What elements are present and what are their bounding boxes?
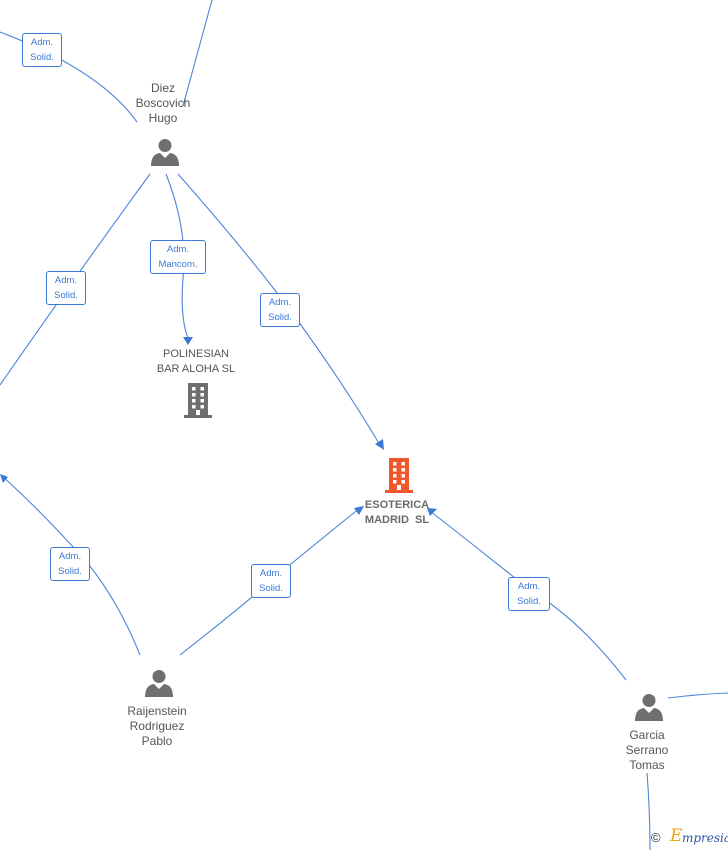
relation-type: Adm. [30,37,54,48]
person-label-raijenstein[interactable]: Raijenstein Rodriguez Pablo [112,704,202,749]
company-name-line: ESOTERICA [364,499,430,511]
relation-qualifier: Solid. [54,290,78,301]
relation-qualifier: Solid. [517,596,541,607]
person-icon[interactable] [634,692,664,722]
copyright-symbol: © [651,830,661,845]
relation-badge[interactable]: Adm. Solid. [508,577,550,611]
edge-garcia-bottom [646,772,651,850]
relation-qualifier: Mancom. [158,259,198,270]
arrowhead-esoterica-right [427,508,437,516]
person-name-line: Boscovich [135,96,191,110]
brand-logo-text[interactable]: mpresia [682,831,728,845]
arrowhead-left-offscreen [0,474,8,483]
relation-type: Adm. [54,275,78,286]
relation-badge[interactable]: Adm. Solid. [22,33,62,67]
arrowhead-esoterica-top [375,439,384,450]
relation-badge[interactable]: Adm. Solid. [251,564,291,598]
arrowhead-esoterica-left [354,506,364,515]
relation-qualifier: Solid. [268,312,292,323]
relation-qualifier: Solid. [259,583,283,594]
relation-badge[interactable]: Adm. Solid. [50,547,90,581]
person-icon[interactable] [150,137,180,167]
person-name-line: Tomas [629,758,665,772]
relation-badge[interactable]: Adm. Mancom. [150,240,206,274]
edge-offscreen-diez [0,31,138,123]
person-icon[interactable] [144,668,174,698]
arrowhead-polinesian [183,337,193,345]
building-icon-focus[interactable] [383,457,415,493]
person-name-line: Raijenstein [127,704,187,718]
edge-diez-top [182,0,213,107]
building-icon[interactable] [182,382,214,418]
relation-type: Adm. [517,581,541,592]
relation-qualifier: Solid. [30,52,54,63]
company-name-line: POLINESIAN [162,348,230,360]
relation-type: Adm. [58,551,82,562]
company-name-line: MADRID SL [364,514,430,526]
relation-type: Adm. [268,297,292,308]
edge-garcia-right [667,692,728,699]
relation-badge[interactable]: Adm. Solid. [46,271,86,305]
person-name-line: Rodriguez [129,719,185,733]
person-name-line: Hugo [148,111,178,125]
company-name-line: BAR ALOHA SL [156,363,236,375]
person-label-diez[interactable]: Diez Boscovich Hugo [118,81,208,126]
person-label-garcia[interactable]: Garcia Serrano Tomas [602,728,692,773]
company-label-esoterica[interactable]: ESOTERICA MADRID SL [342,498,452,528]
person-name-line: Pablo [141,734,173,748]
relation-badge[interactable]: Adm. Solid. [260,293,300,327]
person-name-line: Serrano [625,743,669,757]
person-name-line: Diez [150,81,175,95]
person-name-line: Garcia [629,728,665,742]
relation-qualifier: Solid. [58,566,82,577]
company-label-polinesian[interactable]: POLINESIAN BAR ALOHA SL [141,347,251,377]
relation-type: Adm. [259,568,283,579]
relation-type: Adm. [166,244,190,255]
brand-logo-initial: E [670,826,683,846]
